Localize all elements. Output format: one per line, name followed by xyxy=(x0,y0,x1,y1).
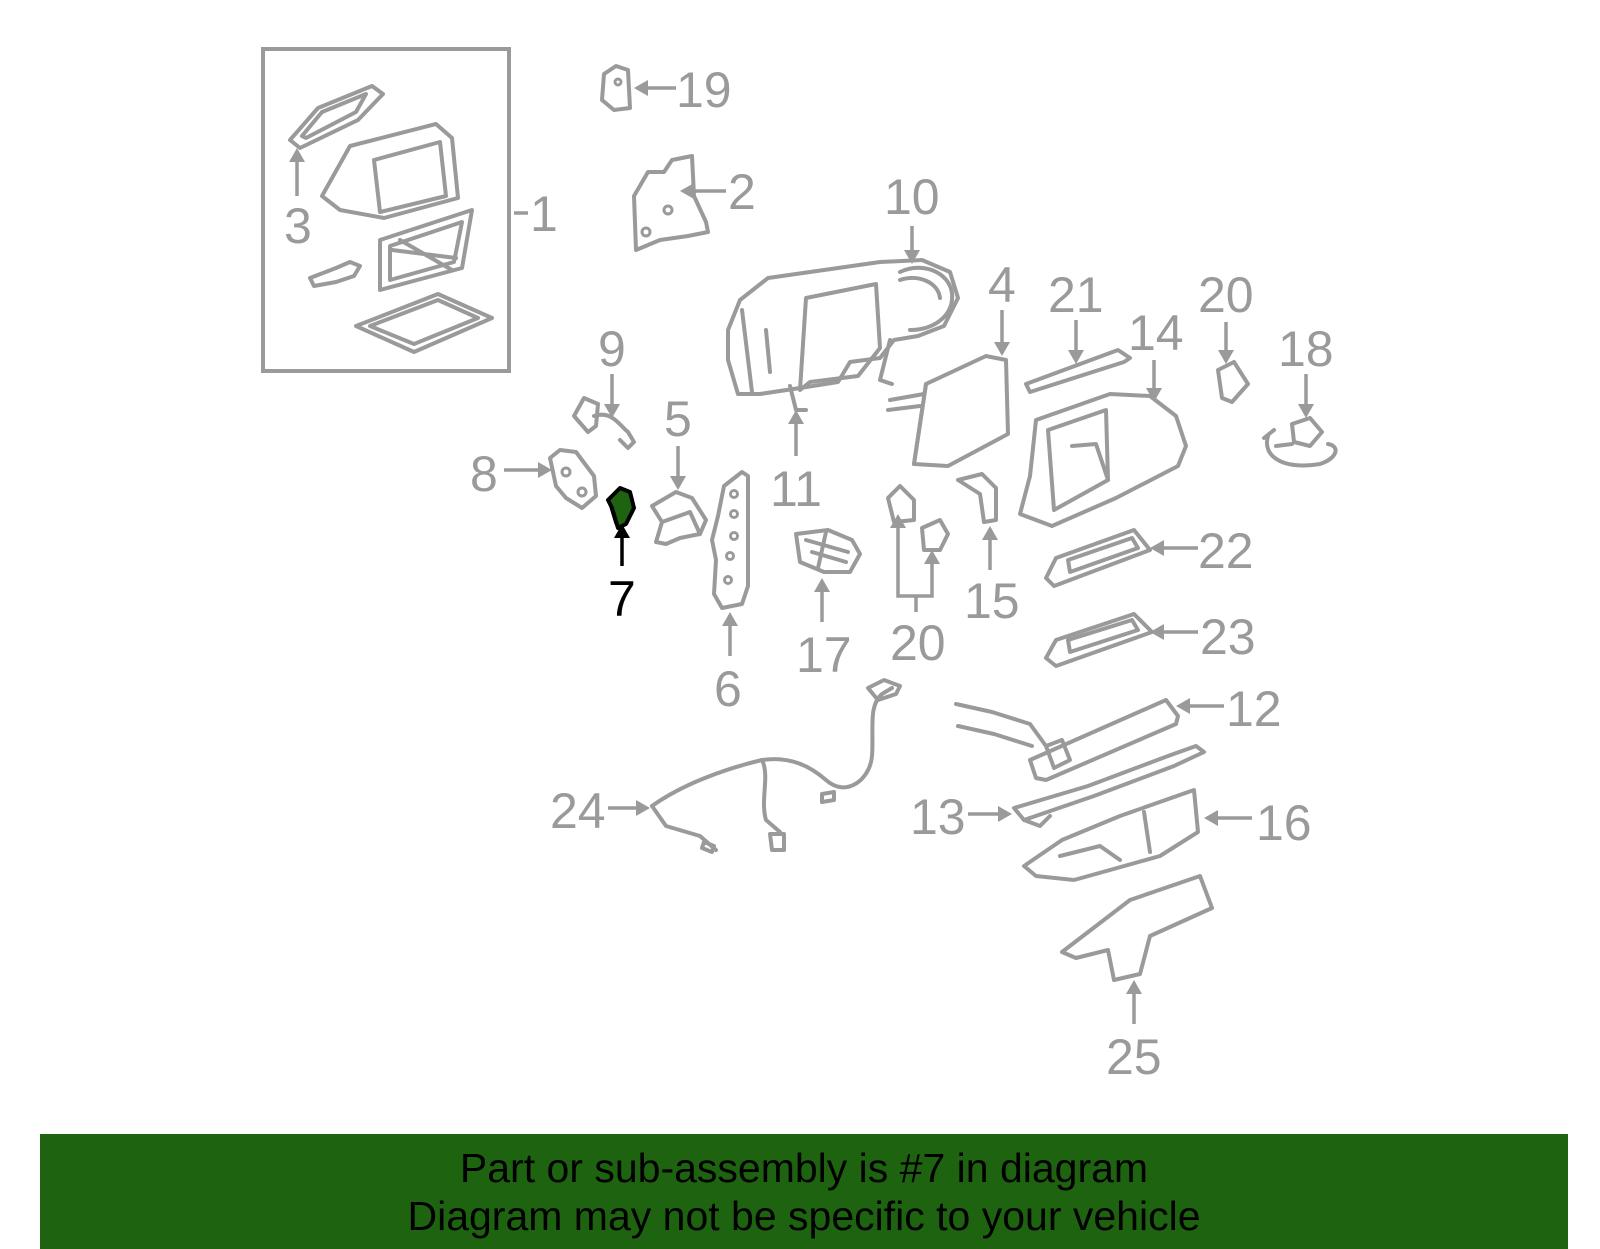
callout-18: 18 xyxy=(1278,321,1334,418)
callout-label-17: 17 xyxy=(796,627,852,683)
callout-label-25: 25 xyxy=(1106,1029,1162,1085)
part-21[interactable] xyxy=(1024,348,1132,394)
part-17[interactable] xyxy=(794,528,862,574)
callout-label-5: 5 xyxy=(664,391,692,447)
callout-label-9: 9 xyxy=(598,321,626,377)
callout-label-24: 24 xyxy=(550,783,606,839)
banner-line-disclaimer: Diagram may not be specific to your vehi… xyxy=(407,1193,1201,1239)
part-20-middle[interactable] xyxy=(886,484,950,552)
part-20-upper[interactable] xyxy=(1216,360,1250,404)
callout-17: 17 xyxy=(796,578,852,683)
callout-12: 12 xyxy=(1176,681,1282,737)
callout-4: 4 xyxy=(988,257,1016,356)
callout-13: 13 xyxy=(910,789,1012,845)
callout-label-20-middle: 20 xyxy=(890,615,946,671)
part-16-duct[interactable] xyxy=(1022,788,1200,882)
callout-11: 11 xyxy=(770,410,822,517)
callout-22: 22 xyxy=(1150,523,1254,579)
part-6-seal[interactable] xyxy=(710,470,750,610)
callout-19: 19 xyxy=(634,62,732,118)
part-10-main-case[interactable] xyxy=(726,258,960,412)
callout-21: 21 xyxy=(1048,267,1104,364)
part-8[interactable] xyxy=(548,448,598,510)
callout-label-15: 15 xyxy=(964,573,1020,629)
callout-8: 8 xyxy=(470,446,552,502)
callout-label-11: 11 xyxy=(770,461,822,517)
part-15[interactable] xyxy=(956,472,998,524)
callout-label-2: 2 xyxy=(728,164,756,220)
callout-label-19: 19 xyxy=(676,62,732,118)
callout-3: 3 xyxy=(284,148,312,254)
callout-label-18: 18 xyxy=(1278,321,1334,377)
callout-label-3: 3 xyxy=(284,198,312,254)
callout-20-upper: 20 xyxy=(1198,267,1254,364)
info-banner: Part or sub-assembly is #7 in diagram Di… xyxy=(40,1134,1568,1249)
callout-25: 25 xyxy=(1106,980,1162,1085)
callout-6: 6 xyxy=(714,612,742,717)
part-22[interactable] xyxy=(1044,528,1152,588)
part-14-heater-case[interactable] xyxy=(1018,392,1188,528)
callout-label-4: 4 xyxy=(988,257,1016,313)
part-5[interactable] xyxy=(650,490,708,546)
callout-7-highlighted: 7 xyxy=(608,524,636,627)
callout-24: 24 xyxy=(550,783,650,839)
callout-label-7: 7 xyxy=(608,571,636,627)
callout-label-13: 13 xyxy=(910,789,966,845)
callout-label-10: 10 xyxy=(884,169,940,225)
callout-label-20-upper: 20 xyxy=(1198,267,1254,323)
callout-10: 10 xyxy=(884,169,940,264)
callout-label-1: 1 xyxy=(530,186,558,242)
callout-1: 1 xyxy=(514,186,558,242)
part-7-shape[interactable] xyxy=(606,486,636,530)
callout-5: 5 xyxy=(664,391,692,490)
callout-label-6: 6 xyxy=(714,661,742,717)
part-23[interactable] xyxy=(1044,612,1154,668)
callout-23: 23 xyxy=(1150,609,1256,665)
part-1-assembly[interactable] xyxy=(261,47,511,373)
part-7-highlighted[interactable] xyxy=(606,486,636,530)
callout-label-23: 23 xyxy=(1200,609,1256,665)
part-12-heater-core[interactable] xyxy=(954,698,1180,782)
callout-9: 9 xyxy=(598,321,626,418)
callout-label-14: 14 xyxy=(1128,305,1184,361)
part-19[interactable] xyxy=(600,64,632,112)
callout-2: 2 xyxy=(680,164,756,220)
part-9-sensor[interactable] xyxy=(572,396,636,450)
callout-15: 15 xyxy=(964,526,1020,629)
callout-label-8: 8 xyxy=(470,446,498,502)
parts-diagram: 1 2 3 4 5 6 7 8 9 10 xyxy=(261,47,1338,1085)
part-13[interactable] xyxy=(1012,744,1206,828)
part-24-harness[interactable] xyxy=(650,678,902,854)
part-4-evaporator[interactable] xyxy=(886,354,1010,468)
part-25-duct[interactable] xyxy=(1060,874,1214,982)
banner-line-part: Part or sub-assembly is #7 in diagram xyxy=(459,1145,1149,1191)
callout-label-16: 16 xyxy=(1256,795,1312,851)
callout-14: 14 xyxy=(1128,305,1184,402)
part-18[interactable] xyxy=(1262,416,1338,468)
callout-20-middle: 20 xyxy=(890,514,946,671)
callout-label-22: 22 xyxy=(1198,523,1254,579)
part-2-bracket[interactable] xyxy=(632,154,710,252)
callout-label-12: 12 xyxy=(1226,681,1282,737)
callout-label-21: 21 xyxy=(1048,267,1104,323)
callout-16: 16 xyxy=(1204,795,1312,851)
